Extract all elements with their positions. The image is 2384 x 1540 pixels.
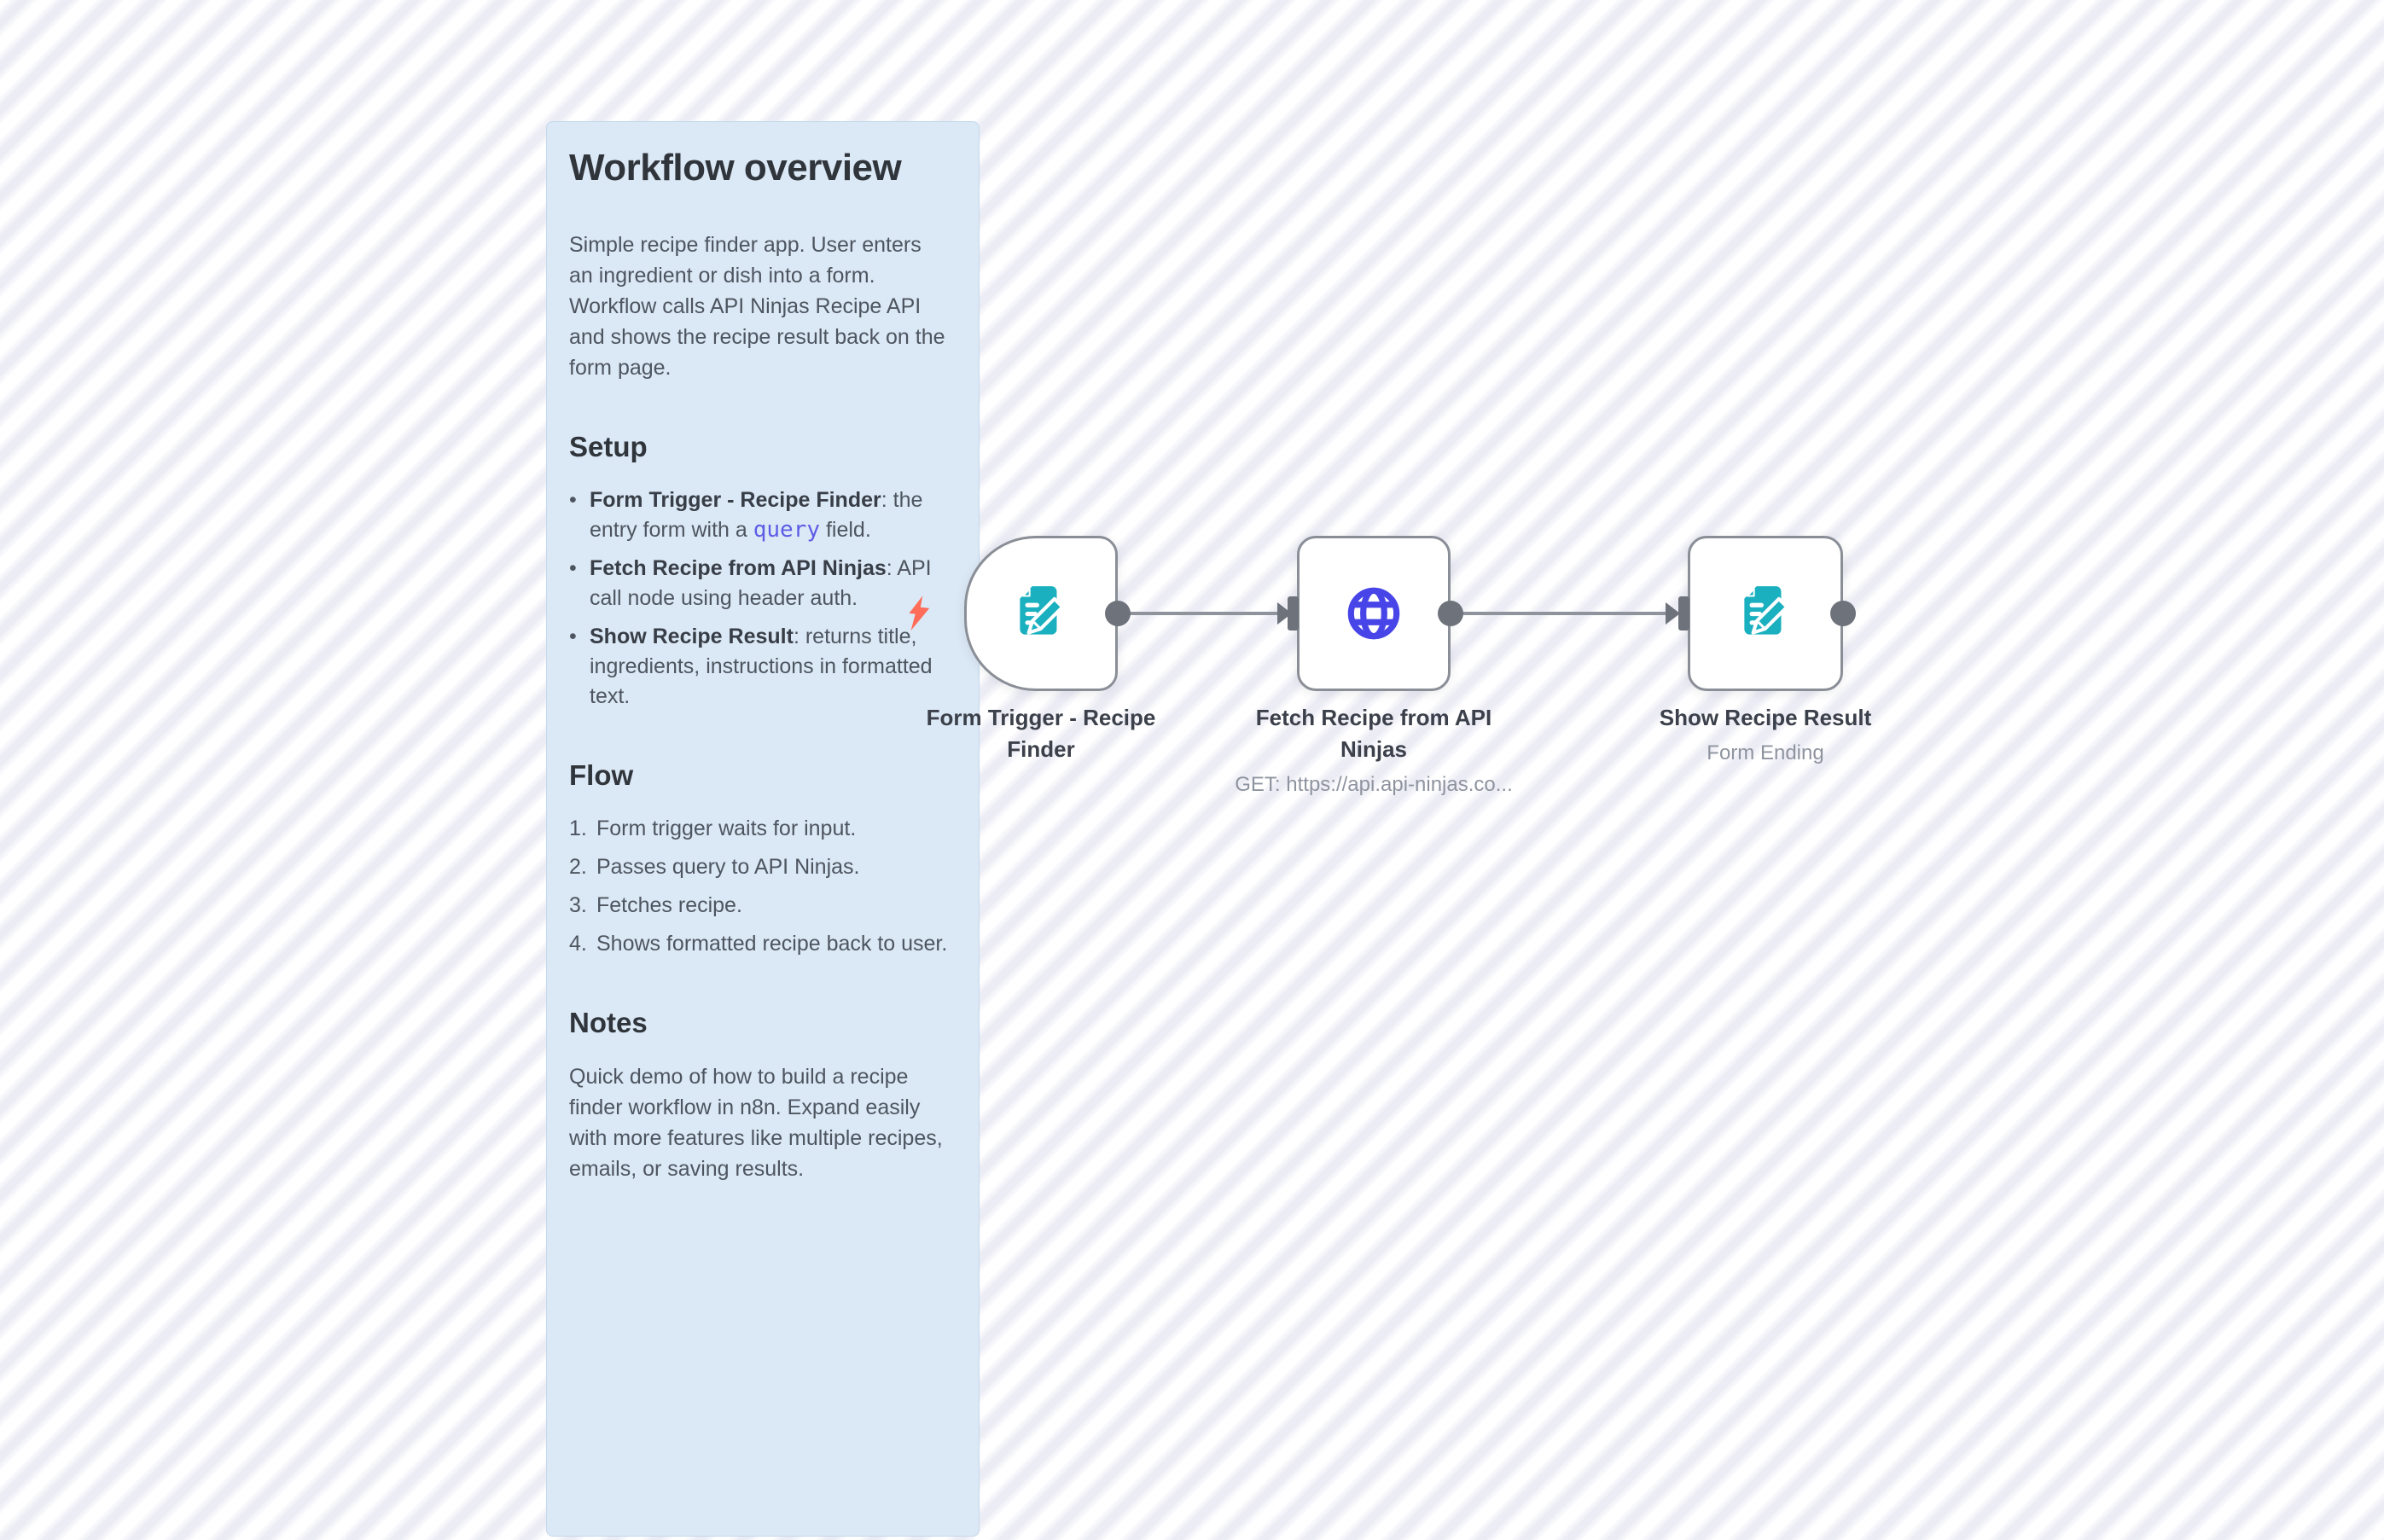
flow-list-item: 3. Fetches recipe. (569, 891, 957, 921)
trigger-lightning-icon (909, 596, 930, 631)
bullet-marker: • (569, 488, 577, 512)
node-label-form-trigger: Form Trigger - Recipe Finder (926, 705, 1156, 762)
input-port-fetch-recipe[interactable] (1288, 596, 1299, 631)
list-item-text: Passes query to API Ninjas. (596, 855, 860, 879)
bold-run: Show Recipe Result (590, 625, 794, 648)
globe-icon (1347, 587, 1400, 640)
list-item-text: Show Recipe Result: returns title, ingre… (590, 622, 957, 712)
plain-run: field. (820, 518, 871, 542)
plain-run: : API call node using header auth. (590, 556, 932, 610)
setup-list: • Form Trigger - Recipe Finder: the entr… (569, 485, 957, 712)
setup-list-item: • Fetch Recipe from API Ninjas: API call… (569, 554, 957, 613)
flow-list-item: 1. Form trigger waits for input. (569, 814, 957, 844)
number-marker: 1. (569, 816, 587, 840)
input-port-show-result[interactable] (1678, 596, 1689, 631)
plain-run: : the entry form with a (590, 488, 923, 542)
number-marker: 4. (569, 932, 587, 956)
flow-list-item: 4. Shows formatted recipe back to user. (569, 929, 957, 959)
form-edit-icon (1020, 586, 1065, 635)
input-arrow-show-result (1666, 602, 1680, 625)
node-form-trigger-recipe-finder[interactable] (964, 536, 1118, 691)
connection-line-fetch-to-show[interactable] (1452, 612, 1667, 615)
connection-line-trigger-to-fetch[interactable] (1119, 612, 1278, 615)
node-label-fetch-recipe: Fetch Recipe from API Ninjas (1255, 705, 1492, 762)
output-port-form-trigger[interactable] (1105, 601, 1131, 626)
output-port-fetch-recipe[interactable] (1438, 601, 1463, 626)
output-port-show-result[interactable] (1830, 601, 1856, 626)
bullet-marker: • (569, 556, 577, 580)
list-item-text: Fetches recipe. (596, 893, 742, 917)
flow-list-item: 2. Passes query to API Ninjas. (569, 852, 957, 882)
notes-paragraph: Quick demo of how to build a recipe find… (569, 1065, 943, 1181)
section-heading-setup: Setup (569, 431, 648, 462)
form-edit-icon (1744, 586, 1789, 635)
bold-run: Form Trigger - Recipe Finder (590, 488, 881, 512)
bullet-marker: • (569, 625, 577, 648)
list-item-text: Fetch Recipe from API Ninjas: API call n… (590, 554, 957, 613)
plain-run: : returns title, ingredients, instructio… (590, 625, 933, 708)
node-fetch-recipe-from-api-ninjas[interactable] (1297, 536, 1451, 691)
node-subtitle-show-result: Form Ending (1707, 741, 1824, 764)
node-show-recipe-result[interactable] (1688, 536, 1843, 691)
number-marker: 3. (569, 893, 587, 917)
node-subtitle-fetch-recipe: GET: https://api.api-ninjas.co... (1235, 773, 1513, 796)
sticky-note[interactable]: Workflow overview Simple recipe finder a… (546, 121, 980, 1537)
node-label-show-result: Show Recipe Result (1659, 705, 1872, 730)
inline-code: query (753, 517, 821, 543)
bold-run: Fetch Recipe from API Ninjas (590, 556, 887, 580)
number-marker: 2. (569, 855, 587, 879)
flow-list: 1. Form trigger waits for input. 2. Pass… (569, 814, 957, 959)
section-heading-notes: Notes (569, 1007, 648, 1038)
list-item-text: Shows formatted recipe back to user. (596, 932, 948, 956)
sticky-intro: Simple recipe finder app. User enters an… (569, 233, 945, 380)
setup-list-item: • Form Trigger - Recipe Finder: the entr… (569, 485, 957, 545)
section-heading-flow: Flow (569, 759, 634, 791)
list-item-text: Form Trigger - Recipe Finder: the entry … (590, 485, 957, 545)
list-item-text: Form trigger waits for input. (596, 816, 857, 840)
setup-list-item: • Show Recipe Result: returns title, ing… (569, 622, 957, 712)
sticky-title: Workflow overview (569, 147, 902, 189)
